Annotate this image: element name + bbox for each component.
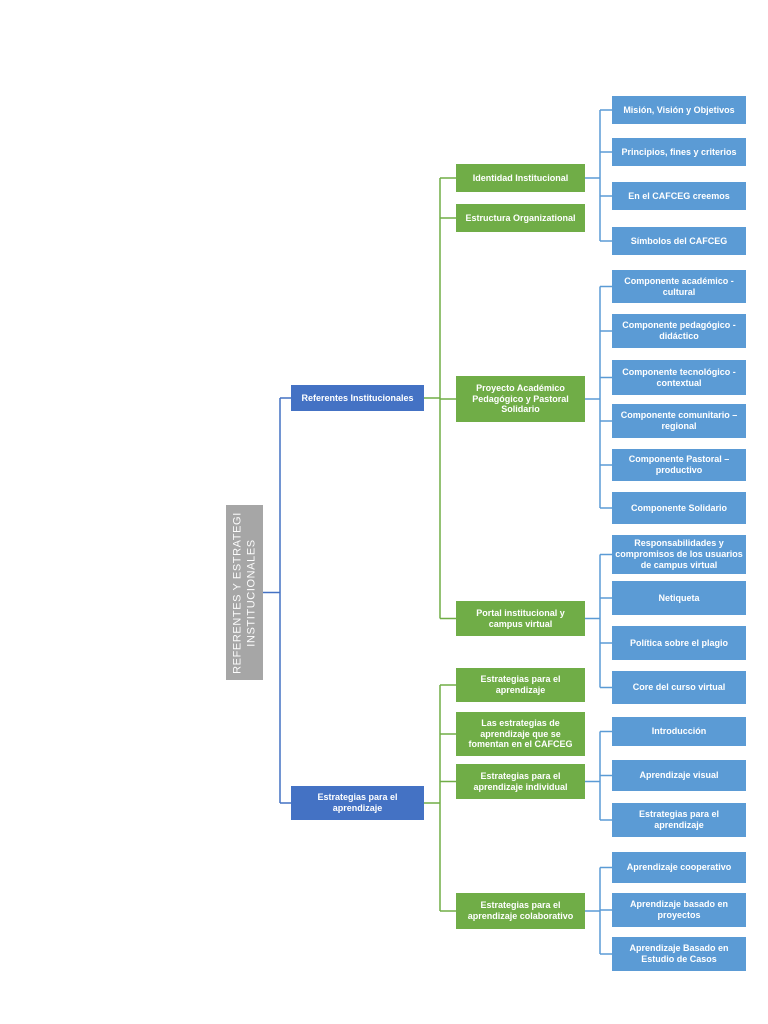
root-label-line: REFERENTES Y ESTRATEGI <box>230 511 243 674</box>
node-label: Estrategias para el aprendizaje colabora… <box>467 900 574 921</box>
node-aprendizaje-basado-proyectos: Aprendizaje basado en proyectos <box>612 893 746 927</box>
node-identidad-institucional: Identidad Institucional <box>456 164 585 192</box>
node-label: Portal institucional y campus virtual <box>476 607 565 629</box>
bracket-estrategias-aprendizaje-individual <box>585 730 612 821</box>
node-label: Referentes Institucionales <box>301 392 414 403</box>
bracket-referentes-institucionales <box>424 177 456 620</box>
node-estrategias-aprendizaje-individual: Estrategias para el aprendizaje individu… <box>456 764 585 799</box>
node-label: Netiqueta <box>658 592 700 603</box>
node-label: Estructura Organizational <box>465 212 576 223</box>
node-label: Componente Pastoral – productivo <box>628 454 730 475</box>
node-politica-sobre-el-plagio: Política sobre el plagio <box>612 626 746 660</box>
node-label: Componente comunitario – regional <box>620 410 738 431</box>
node-componente-academico-cultural: Componente académico - cultural <box>612 270 746 303</box>
node-label: Estrategias para el aprendizaje <box>317 792 398 813</box>
node-proyecto-academico: Proyecto Académico Pedagógico y Pastoral… <box>456 376 585 422</box>
node-componente-tecnologico-contextual: Componente tecnológico - contextual <box>612 360 746 395</box>
node-estructura-organizational: Estructura Organizational <box>456 204 585 232</box>
node-referentes-institucionales: Referentes Institucionales <box>291 385 424 411</box>
node-label: Introducción <box>651 726 707 737</box>
node-label: En el CAFCEG creemos <box>628 190 730 201</box>
node-label: Política sobre el plagio <box>629 637 729 648</box>
node-estrategias-aprendizaje-colaborativo: Estrategias para el aprendizaje colabora… <box>456 893 585 929</box>
node-aprendizaje-cooperativo: Aprendizaje cooperativo <box>612 852 746 883</box>
node-en-el-cafceg-creemos: En el CAFCEG creemos <box>612 182 746 210</box>
node-label: Proyecto Académico Pedagógico y Pastoral… <box>472 382 569 415</box>
node-label: Estrategias para el aprendizaje individu… <box>473 770 568 792</box>
node-label: Componente académico - cultural <box>624 275 734 297</box>
node-estrategias-para-el-aprendizaje-leaf: Estrategias para el aprendizaje <box>612 803 746 837</box>
root-label-line: INSTITUCIONALES <box>244 538 257 647</box>
node-responsabilidades-compromisos: Responsabilidades y compromisos de los u… <box>612 535 746 574</box>
node-label: Aprendizaje Basado en Estudio de Casos <box>629 943 729 964</box>
node-componente-solidario: Componente Solidario <box>612 492 746 524</box>
node-label: Estrategias para el aprendizaje <box>480 674 561 695</box>
node-label: Las estrategias de aprendizaje que se fo… <box>468 717 573 750</box>
node-portal-institucional: Portal institucional y campus virtual <box>456 601 585 636</box>
node-aprendizaje-basado-estudio-casos: Aprendizaje Basado en Estudio de Casos <box>612 937 746 971</box>
node-estrategias-aprendizaje-intro: Estrategias para el aprendizaje <box>456 668 585 702</box>
node-aprendizaje-visual: Aprendizaje visual <box>612 760 746 791</box>
bracket-proyecto-academico <box>585 285 612 509</box>
node-principios-fines-criterios: Principios, fines y criterios <box>612 138 746 166</box>
node-core-del-curso-virtual: Core del curso virtual <box>612 671 746 704</box>
node-introduccion: Introducción <box>612 717 746 746</box>
node-netiqueta: Netiqueta <box>612 581 746 615</box>
node-label: Estrategias para el aprendizaje <box>638 809 720 830</box>
bracket-root <box>263 397 291 804</box>
node-mision-vision-objetivos: Misión, Visión y Objetivos <box>612 96 746 124</box>
node-label: Core del curso virtual <box>632 682 726 693</box>
node-las-estrategias-fomentan: Las estrategias de aprendizaje que se fo… <box>456 712 585 756</box>
bracket-estrategias-para-el-aprendizaje-rama <box>424 684 456 912</box>
node-componente-pastoral-productivo: Componente Pastoral – productivo <box>612 449 746 481</box>
node-componente-pedagogico-didactico: Componente pedagógico - didáctico <box>612 314 746 348</box>
bracket-portal-institucional <box>585 553 612 689</box>
node-label: Principios, fines y criterios <box>621 146 737 157</box>
node-label: Aprendizaje cooperativo <box>626 862 732 873</box>
node-label: Componente pedagógico - didáctico <box>622 320 736 341</box>
node-label: Símbolos del CAFCEG <box>630 235 728 246</box>
node-label: Aprendizaje basado en proyectos <box>629 899 729 920</box>
bracket-estrategias-aprendizaje-colaborativo <box>585 866 612 955</box>
node-label: Misión, Visión y Objetivos <box>623 104 735 115</box>
node-label: Componente tecnológico - contextual <box>622 366 736 388</box>
node-label: Responsabilidades y compromisos de los u… <box>615 538 743 570</box>
node-label: Identidad Institucional <box>472 172 569 183</box>
node-estrategias-para-el-aprendizaje-rama: Estrategias para el aprendizaje <box>291 786 424 820</box>
bracket-identidad-institucional <box>585 109 612 242</box>
node-label: Aprendizaje visual <box>639 770 719 781</box>
node-componente-comunitario-regional: Componente comunitario – regional <box>612 404 746 438</box>
node-simbolos-del-cafceg: Símbolos del CAFCEG <box>612 227 746 255</box>
node-label: Componente Solidario <box>630 502 727 513</box>
